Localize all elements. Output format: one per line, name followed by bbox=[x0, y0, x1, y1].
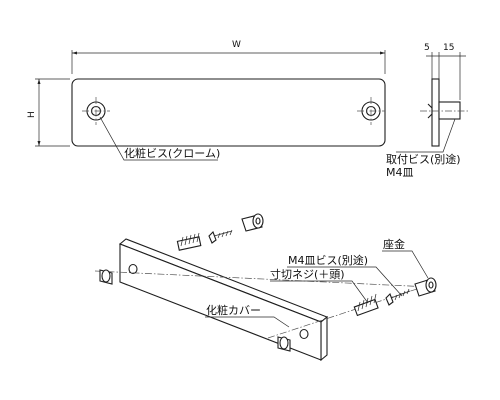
plate-right-edge bbox=[320, 315, 328, 362]
screw-cap-leader bbox=[99, 116, 218, 161]
screw-cap-label: 化粧ビス(クローム) bbox=[124, 146, 220, 160]
stud-bolt-leader bbox=[270, 280, 369, 304]
mounting-screw-spec: M4皿 bbox=[386, 166, 414, 179]
plate-hole-left bbox=[128, 263, 138, 275]
m4-screw-leader bbox=[287, 266, 403, 297]
m4-screw-label: M4皿ビス(別途) bbox=[288, 253, 368, 267]
front-plate bbox=[71, 78, 386, 147]
stud-bolt-label: 寸切ネジ(＋頭) bbox=[270, 267, 345, 281]
side-screw-head bbox=[427, 103, 433, 119]
w-arrow-left bbox=[72, 51, 77, 55]
w-arrow-right bbox=[380, 51, 385, 55]
h-arrow-bottom bbox=[37, 141, 41, 146]
side-plate bbox=[431, 78, 440, 147]
upper-stud-bolt bbox=[176, 232, 202, 251]
upper-m4-screw bbox=[208, 229, 233, 244]
depth-5-label: 5 bbox=[424, 43, 430, 53]
cover-leader bbox=[205, 316, 290, 328]
cover-label: 化粧カバー bbox=[206, 303, 261, 317]
h-arrow-top bbox=[37, 79, 41, 84]
plate-front-face bbox=[119, 243, 322, 361]
front-view: W H 化粧ビス(クローム) bbox=[27, 40, 386, 161]
upper-washer bbox=[241, 213, 264, 232]
washer-leader bbox=[382, 250, 429, 279]
washer-label: 座金 bbox=[383, 237, 405, 251]
right-wall-plug bbox=[277, 336, 291, 352]
h-label: H bbox=[27, 111, 37, 118]
left-screw-cap bbox=[82, 97, 110, 125]
side-standoff bbox=[438, 101, 461, 120]
lower-stud-bolt bbox=[353, 293, 379, 317]
depth-15-label: 15 bbox=[443, 43, 454, 53]
exploded-view: M4皿ビス(別途) 寸切ネジ(＋頭) 座金 化粧カバー bbox=[94, 213, 437, 362]
mounting-screw-label: 取付ビス(別途) bbox=[386, 152, 461, 166]
centerline-upper bbox=[94, 270, 431, 288]
lower-washer bbox=[414, 277, 437, 297]
plate-hole-right bbox=[299, 328, 309, 340]
side-view: 5 15 取付ビス(別途) M4皿 bbox=[386, 43, 468, 179]
left-wall-plug bbox=[99, 269, 113, 285]
mounting-screw-leader bbox=[396, 118, 456, 153]
right-screw-cap bbox=[357, 97, 385, 125]
w-label: W bbox=[232, 40, 241, 50]
